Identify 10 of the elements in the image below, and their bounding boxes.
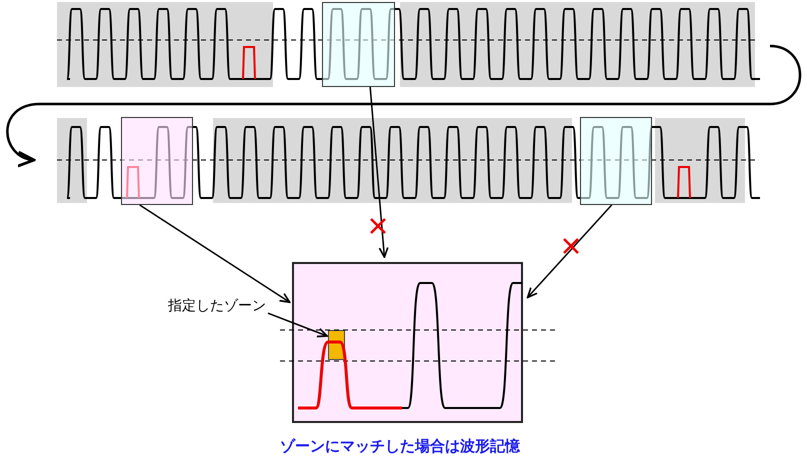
arrow xyxy=(139,204,291,304)
arrow xyxy=(369,86,389,258)
caption: ゾーンにマッチした場合は波形記憶 xyxy=(280,437,520,456)
arrow xyxy=(526,204,612,298)
zoom-panel xyxy=(292,262,523,423)
zone-label: 指定したゾーン xyxy=(168,297,266,315)
arrow xyxy=(268,312,328,338)
highlight-frame xyxy=(580,117,652,205)
highlight-frame xyxy=(322,2,395,87)
highlight-frame xyxy=(121,117,193,205)
